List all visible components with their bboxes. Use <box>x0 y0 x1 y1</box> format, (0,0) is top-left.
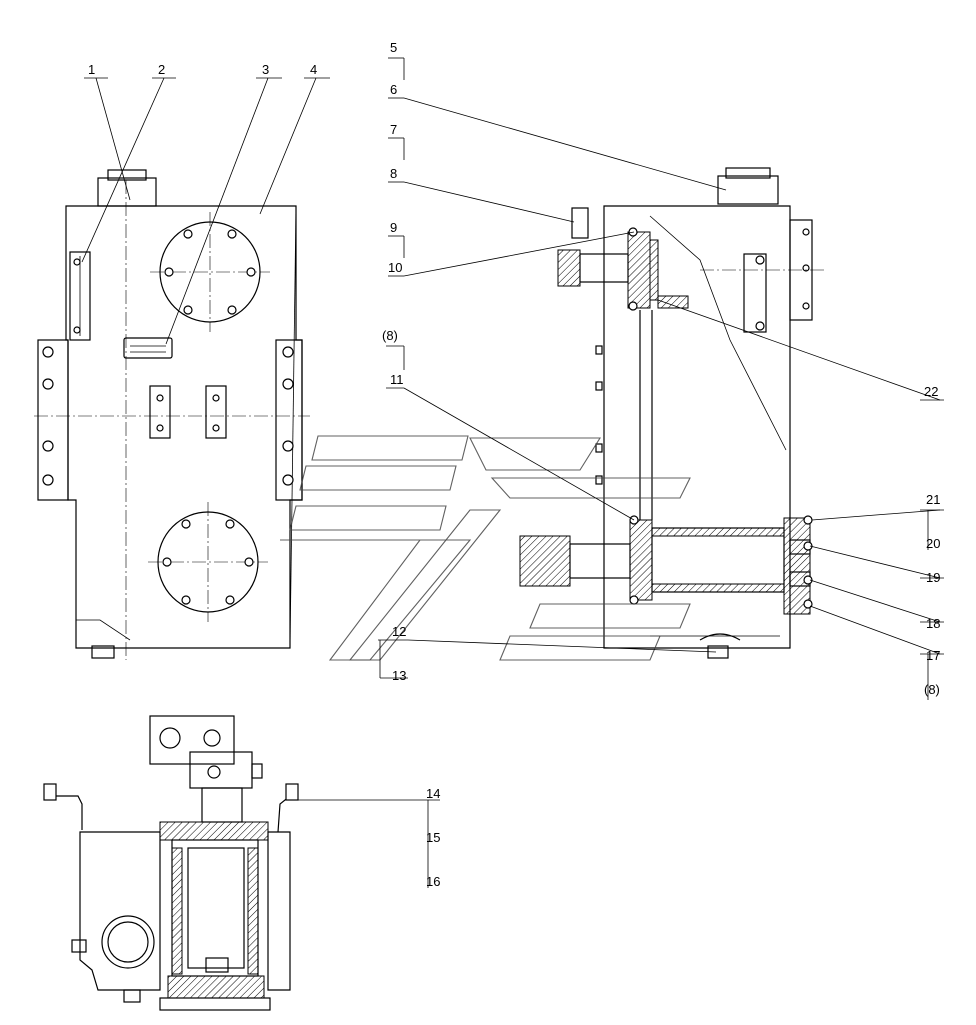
filler-cap <box>97 177 157 207</box>
right-bracket <box>277 795 291 833</box>
callout-20: 20 <box>926 536 940 551</box>
breather-cap <box>717 175 779 205</box>
front-view <box>34 169 310 660</box>
callout-8-ref-b: (8) <box>924 682 940 697</box>
callout-21: 21 <box>926 492 940 507</box>
outlet-port <box>101 915 155 969</box>
flange-bolts <box>42 346 294 486</box>
callout-7: 7 <box>390 122 397 137</box>
callout-16: 16 <box>426 874 440 889</box>
callout-8-ref-a: (8) <box>382 328 398 343</box>
callout-10: 10 <box>388 260 402 275</box>
valve-body <box>189 751 253 789</box>
filter-cartridge <box>171 839 259 977</box>
callout-9: 9 <box>390 220 397 235</box>
callout-15: 15 <box>426 830 440 845</box>
callout-19: 19 <box>926 570 940 585</box>
callout-5: 5 <box>390 40 397 55</box>
internal-bracket <box>743 253 767 333</box>
suction-port-flange <box>519 535 571 587</box>
callout-12: 12 <box>392 624 406 639</box>
watermark-logo <box>280 435 691 661</box>
callout-6: 6 <box>390 82 397 97</box>
right-mounting-flange <box>275 339 303 501</box>
filter-head <box>159 821 269 841</box>
baffle-plate <box>649 215 787 451</box>
callout-18: 18 <box>926 616 940 631</box>
side-section-view <box>519 167 826 659</box>
center-bracket-right <box>205 385 227 439</box>
drain-plug <box>91 645 115 659</box>
level-gauge <box>69 251 91 341</box>
left-mounting-flange <box>37 339 69 501</box>
top-mount-block <box>149 715 235 765</box>
top-fitting <box>571 207 589 239</box>
callout-labels: 1 2 3 4 5 6 7 8 9 10 (8) 11 22 21 20 19 … <box>88 40 940 889</box>
nameplate <box>123 337 173 359</box>
callout-22: 22 <box>924 384 938 399</box>
callout-13: 13 <box>392 668 406 683</box>
callout-17: 17 <box>926 648 940 663</box>
leader-lines <box>81 57 944 888</box>
callout-2: 2 <box>158 62 165 77</box>
left-bracket <box>50 795 83 830</box>
right-housing <box>267 831 291 991</box>
end-view <box>43 715 299 1011</box>
center-bracket-left <box>149 385 171 439</box>
suction-filter-element <box>651 527 785 593</box>
filter-end-cover <box>783 517 811 615</box>
callout-11: 11 <box>390 372 404 387</box>
drain-boss <box>699 633 741 641</box>
callout-4: 4 <box>310 62 317 77</box>
callout-1: 1 <box>88 62 95 77</box>
callout-3: 3 <box>262 62 269 77</box>
return-port-flange <box>557 249 581 287</box>
callout-14: 14 <box>426 786 440 801</box>
callout-8: 8 <box>390 166 397 181</box>
